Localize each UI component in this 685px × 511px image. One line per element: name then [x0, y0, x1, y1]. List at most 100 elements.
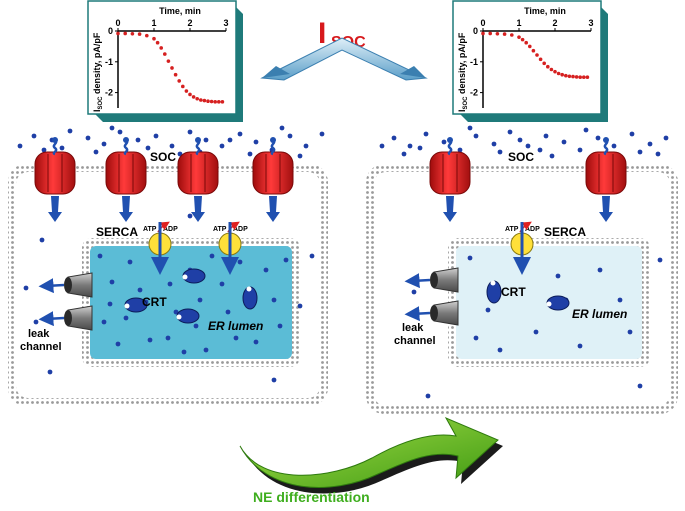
- data-point: [560, 72, 564, 77]
- calcium-ion: [303, 143, 309, 149]
- calcium-ion: [47, 369, 53, 375]
- data-point: [481, 31, 485, 36]
- data-point: [510, 33, 514, 37]
- calcium-ion: [225, 309, 231, 315]
- y-tick-label: 0: [108, 26, 113, 36]
- data-point: [188, 92, 192, 97]
- soc-channel-icon: [585, 137, 627, 222]
- calcium-ion: [491, 141, 497, 147]
- calcium-ion: [197, 297, 203, 303]
- x-tick-label: 2: [552, 18, 557, 28]
- calcium-ion: [297, 303, 303, 309]
- calcium-ion: [391, 135, 397, 141]
- calcium-ion: [137, 287, 143, 293]
- data-point: [502, 32, 507, 36]
- calcium-ion: [147, 337, 153, 343]
- crt-protein-icon: [546, 295, 570, 311]
- soc-channels: [34, 137, 627, 222]
- calcium-ion: [597, 267, 603, 273]
- data-point: [564, 73, 568, 78]
- calcium-ion: [227, 137, 233, 143]
- calcium-ion: [153, 133, 159, 139]
- calcium-ion: [237, 259, 243, 265]
- calcium-ion: [253, 339, 259, 345]
- er-lumen-label-left: ER lumen: [208, 319, 263, 333]
- calcium-ion: [219, 143, 225, 149]
- calcium-ion: [287, 133, 293, 139]
- soc-label-left: SOC: [150, 150, 176, 164]
- soc-channel-icon: [252, 137, 294, 222]
- y-tick-label: -2: [470, 88, 478, 98]
- calcium-ion: [41, 147, 47, 153]
- leak-channels: [38, 267, 459, 331]
- data-point: [199, 98, 203, 102]
- calcium-ion: [583, 127, 589, 133]
- calcium-ion: [309, 253, 315, 259]
- data-point: [524, 40, 528, 45]
- data-point: [549, 67, 554, 72]
- data-point: [202, 98, 207, 103]
- er-lumen: [90, 246, 292, 359]
- calcium-ion: [109, 279, 115, 285]
- calcium-ion: [297, 153, 303, 159]
- calcium-ion: [655, 151, 661, 157]
- calcium-ion: [411, 289, 417, 295]
- calcium-ion: [561, 139, 567, 145]
- cell-differentiated: [366, 164, 678, 414]
- calcium-ion: [93, 149, 99, 155]
- calcium-ion: [145, 145, 151, 151]
- data-point: [488, 31, 493, 36]
- calcium-ion: [473, 335, 479, 341]
- leak-channel-icon: [404, 300, 459, 326]
- calcium-ion: [283, 257, 289, 263]
- data-point: [170, 66, 174, 70]
- y-tick-label: -1: [105, 57, 113, 67]
- x-tick-label: 2: [187, 18, 192, 28]
- calcium-ion: [555, 273, 561, 279]
- data-point: [177, 79, 181, 83]
- calcium-ion: [165, 335, 171, 341]
- calcium-ion: [379, 143, 385, 149]
- data-point: [553, 69, 557, 74]
- calcium-ion: [473, 133, 479, 139]
- calcium-ion: [423, 131, 429, 137]
- calcium-ion: [417, 145, 423, 151]
- data-point: [520, 37, 525, 42]
- ne-differentiation-label: NE differentiation: [253, 489, 370, 505]
- calcium-ion: [467, 255, 473, 261]
- data-point: [531, 48, 536, 53]
- leak-label-right: leak: [402, 322, 424, 334]
- calcium-ion: [533, 329, 539, 335]
- data-point: [206, 99, 210, 104]
- calcium-ion: [23, 285, 29, 291]
- data-point: [195, 96, 199, 101]
- er-lumen-label-right: ER lumen: [572, 307, 627, 321]
- data-point: [574, 75, 579, 79]
- x-axis-label: Time, min: [524, 6, 566, 16]
- calcium-ion: [187, 213, 193, 219]
- data-point: [159, 46, 163, 50]
- calcium-ion: [123, 315, 129, 321]
- calcium-ion: [109, 125, 115, 131]
- crt-protein-icon: [182, 268, 206, 284]
- differentiation-arrow-icon: [239, 416, 503, 494]
- calcium-ion: [253, 139, 259, 145]
- data-point: [528, 44, 532, 49]
- calcium-ion: [193, 323, 199, 329]
- calcium-ion: [39, 237, 45, 243]
- atp-label: ATP: [213, 226, 227, 233]
- calcium-ion: [277, 323, 283, 329]
- x-tick-label: 1: [516, 18, 521, 28]
- calcium-ion: [441, 139, 447, 145]
- calcium-ion: [233, 335, 239, 341]
- data-point: [145, 33, 149, 38]
- calcium-ion: [507, 129, 513, 135]
- data-point: [181, 84, 185, 89]
- calcium-ion: [101, 319, 107, 325]
- data-point: [217, 100, 221, 104]
- x-tick-label: 3: [223, 18, 228, 28]
- split-chevron-icon: [260, 37, 428, 81]
